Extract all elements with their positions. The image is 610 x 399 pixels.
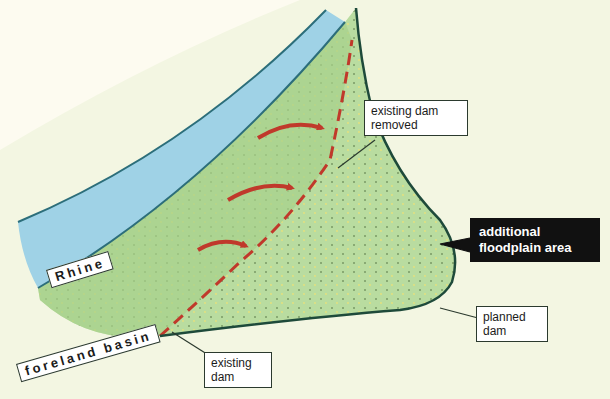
floodplain-texture: [38, 8, 455, 338]
node-text: planned dam: [483, 310, 541, 338]
river-bank: [38, 22, 345, 288]
planned-dam-line: [160, 8, 455, 336]
river-bank: [18, 10, 326, 222]
callout-box: existing dam: [204, 352, 272, 388]
leader-line: [338, 140, 375, 168]
node-text: existing dam: [211, 356, 265, 384]
floodplain-area: [38, 8, 455, 338]
flow-arrow: [198, 242, 246, 250]
node-text: additional floodplain area: [479, 224, 591, 256]
flow-arrow: [228, 186, 292, 200]
removed-dam-line: [160, 40, 352, 336]
callout-box: existing dam removed: [364, 100, 468, 136]
node-text: existing dam removed: [371, 104, 461, 132]
leader-line: [440, 308, 478, 318]
callout-box: planned dam: [476, 306, 548, 342]
area-label: additional floodplain area: [470, 218, 600, 262]
flow-arrow: [258, 125, 322, 138]
river: [18, 10, 345, 288]
foreland-basin-band: [38, 22, 352, 338]
leader-pointer: [440, 238, 470, 252]
